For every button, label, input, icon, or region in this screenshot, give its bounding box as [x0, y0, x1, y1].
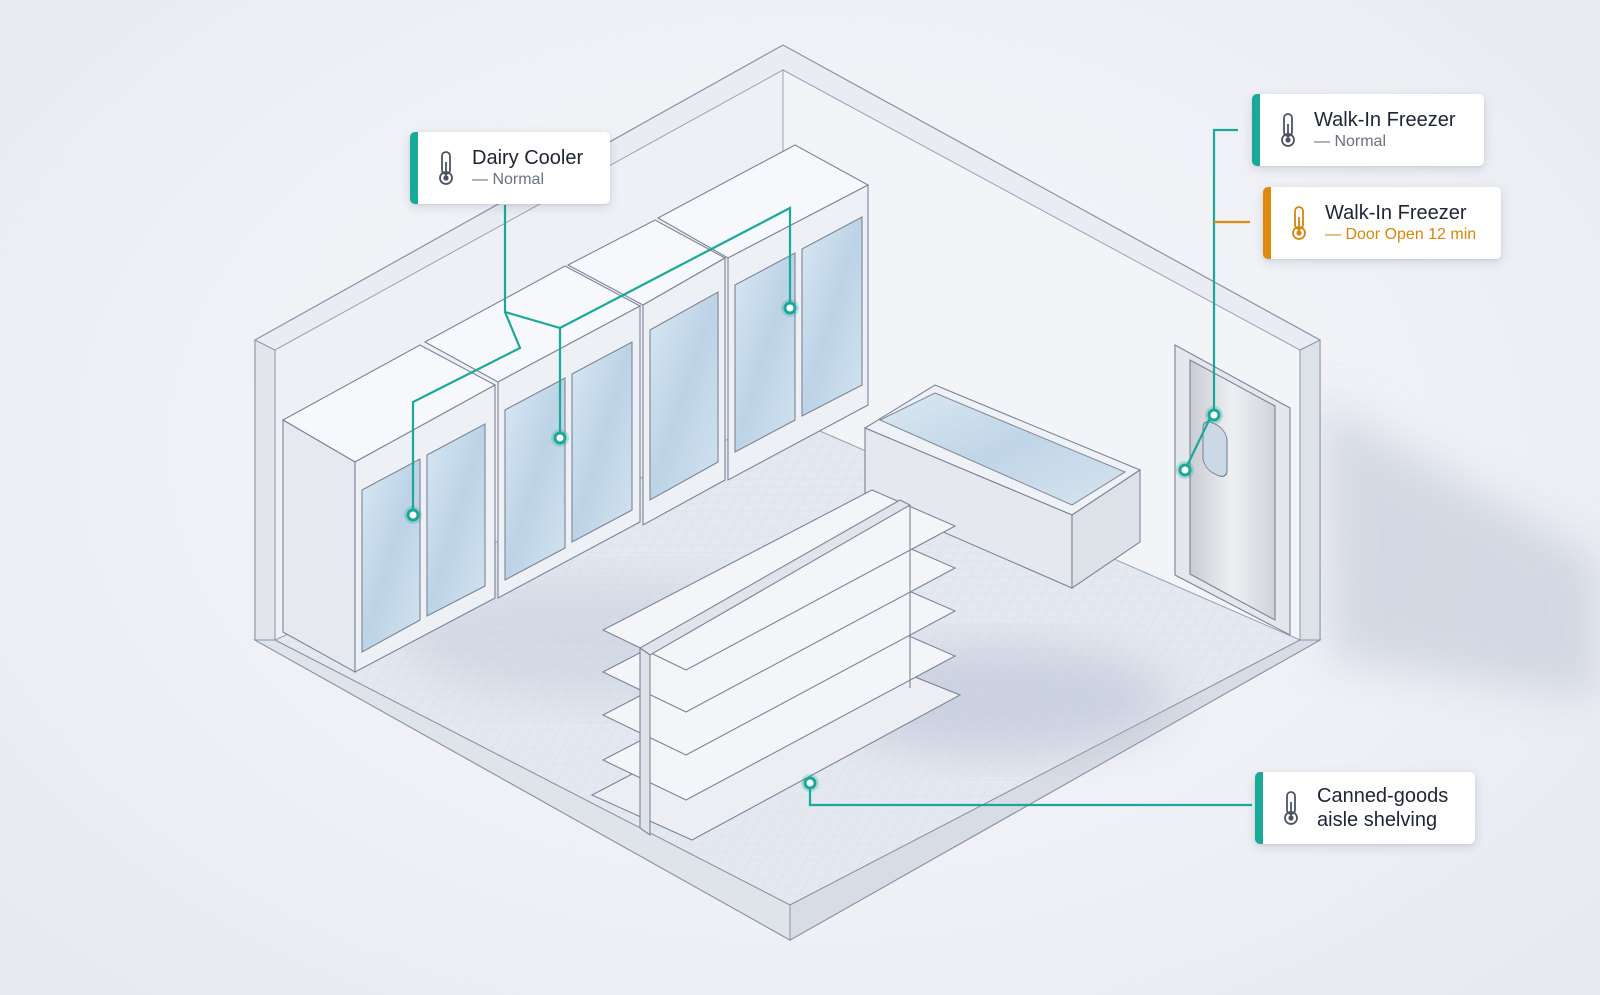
sensor-dot [404, 506, 422, 524]
sensor-dot [551, 429, 569, 447]
canned-goods-shelving [590, 489, 962, 841]
sensor-label: Walk-In Freezer [1314, 109, 1456, 132]
callout-walk-in-freezer-alert[interactable]: Walk-In Freezer — Door Open 12 min [1263, 187, 1501, 259]
sensor-dot [1205, 406, 1223, 424]
status-bar [1255, 772, 1263, 844]
room-shadow [1320, 400, 1600, 700]
status-bar [410, 132, 418, 204]
sensor-label: Walk-In Freezer [1325, 202, 1467, 225]
callout-walk-in-freezer-normal[interactable]: Walk-In Freezer — Normal [1252, 94, 1484, 166]
sensor-label: Canned-goods [1317, 784, 1449, 807]
sensor-status: — Normal [472, 171, 545, 189]
freezer-door [1174, 344, 1291, 636]
callout-canned-goods[interactable]: Canned-goods aisle shelving [1255, 772, 1475, 844]
status-bar [1263, 187, 1271, 259]
callout-dairy-cooler[interactable]: Dairy Cooler — Normal [410, 132, 610, 204]
sensor-dot [801, 774, 819, 792]
connector-canned [808, 783, 1252, 807]
sensor-dot [781, 299, 799, 317]
sensor-points[interactable] [404, 299, 1223, 792]
sensor-status: — Normal [1314, 133, 1387, 151]
dairy-cooler-units [281, 144, 870, 673]
sensor-status: — Door Open 12 min [1325, 226, 1477, 244]
thermometer-icon [1292, 206, 1306, 240]
thermometer-icon [439, 151, 453, 185]
connector-freezer-normal [1212, 128, 1238, 410]
thermometer-icon [1284, 791, 1298, 825]
thermometer-icon [1281, 113, 1295, 147]
sensor-dot [1176, 461, 1194, 479]
sensor-label: Dairy Cooler [472, 147, 584, 170]
status-bar [1252, 94, 1260, 166]
display-case [863, 384, 1142, 590]
sensor-connectors [411, 128, 1252, 807]
sensor-label-line2: aisle shelving [1317, 809, 1438, 831]
